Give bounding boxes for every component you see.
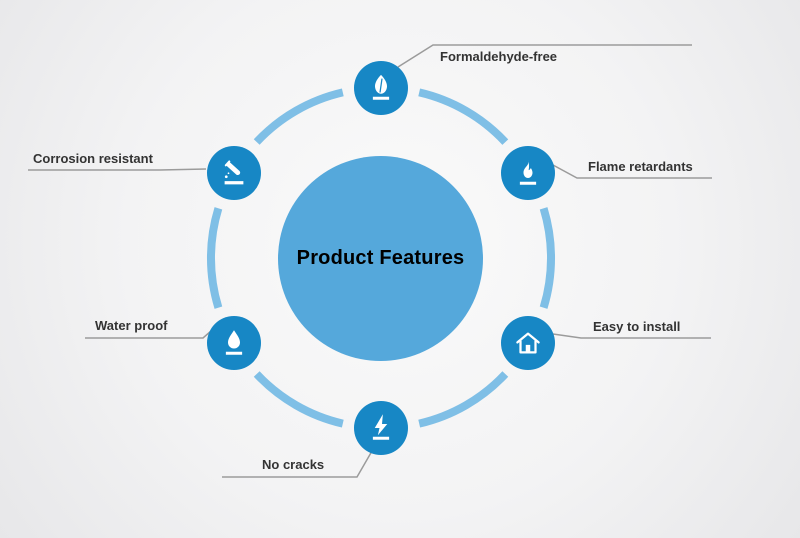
leader-line-lower-right <box>552 333 711 339</box>
diagram-title: Product Features <box>296 247 465 269</box>
leaf-icon <box>372 74 390 100</box>
leader-line-bottom <box>222 450 373 478</box>
feature-node-easy-to-install <box>501 316 555 370</box>
leader-line-upper-left <box>28 168 207 171</box>
house-icon <box>516 332 540 354</box>
flame-icon <box>519 159 537 185</box>
leader-line-top <box>397 44 692 68</box>
feature-label-easy-to-install: Easy to install <box>593 319 681 334</box>
test-tube-icon <box>224 160 244 185</box>
feature-node-formaldehyde-free <box>354 61 408 115</box>
feature-node-flame-retardants <box>501 146 555 200</box>
feature-label-flame-retardants: Flame retardants <box>588 159 693 174</box>
leader-line-upper-right <box>552 164 712 179</box>
feature-node-water-proof <box>207 316 261 370</box>
feature-label-water-proof: Water proof <box>95 318 168 333</box>
water-drop-icon <box>225 330 243 355</box>
lightning-bolt-icon <box>372 414 390 440</box>
product-features-circle: Product Features <box>278 156 483 361</box>
feature-label-corrosion-resistant: Corrosion resistant <box>33 151 153 166</box>
feature-label-no-cracks: No cracks <box>262 457 325 472</box>
feature-label-formaldehyde-free: Formaldehyde-free <box>440 49 558 64</box>
feature-ring <box>206 88 556 428</box>
feature-node-corrosion-resistant <box>207 146 261 200</box>
feature-node-no-cracks <box>354 401 408 455</box>
